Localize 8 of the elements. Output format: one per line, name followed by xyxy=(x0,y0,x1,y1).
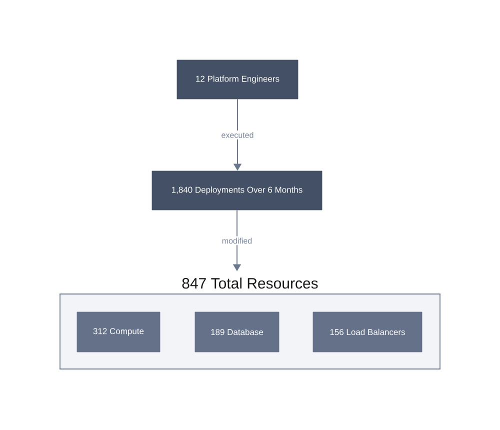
resource-box: 189 Database xyxy=(194,312,280,352)
process-box: 12 Platform Engineers xyxy=(176,60,298,100)
edge-label: modified xyxy=(220,236,254,246)
resource-box: 312 Compute xyxy=(76,312,160,352)
edge-label: executed xyxy=(220,130,256,140)
process-box: 1,840 Deployments Over 6 Months xyxy=(152,170,322,210)
resource-box: 156 Load Balancers xyxy=(312,312,422,352)
group-heading: 847 Total Resources xyxy=(182,278,318,289)
